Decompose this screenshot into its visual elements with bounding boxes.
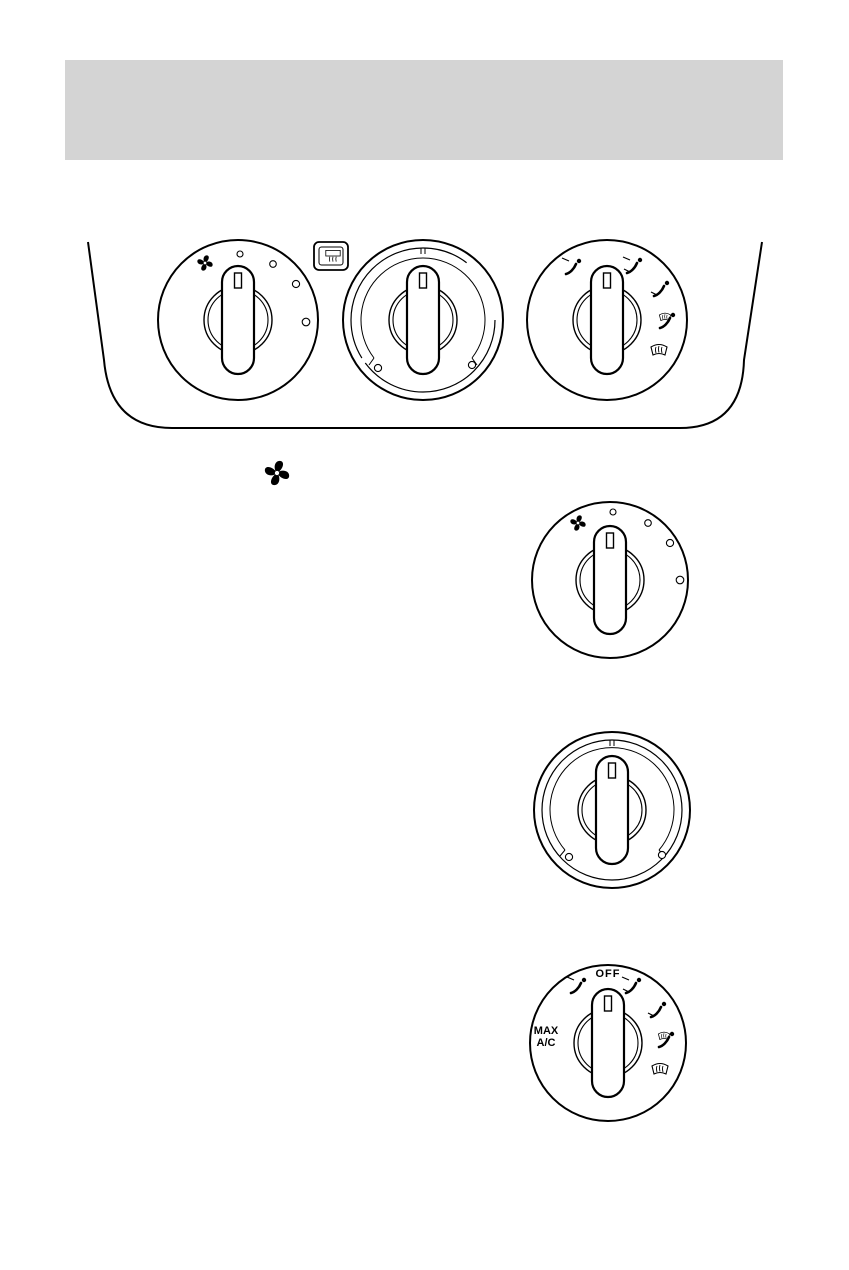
rear-defrost-button[interactable] (314, 242, 348, 270)
temperature-knob[interactable] (534, 732, 690, 888)
fan-speed-knob[interactable] (532, 502, 688, 658)
max-ac-label-line2: A/C (537, 1037, 556, 1049)
panel-mode-dial[interactable] (527, 240, 687, 400)
max-ac-label-line1: MAX (534, 1025, 559, 1037)
panel-temperature-dial[interactable] (343, 240, 503, 400)
off-label: OFF (596, 968, 621, 980)
mode-knob[interactable]: OFF MAX A/C (530, 965, 686, 1121)
fan-icon (265, 461, 289, 485)
control-panel (88, 240, 762, 428)
panel-fan-speed-dial[interactable] (158, 240, 318, 400)
